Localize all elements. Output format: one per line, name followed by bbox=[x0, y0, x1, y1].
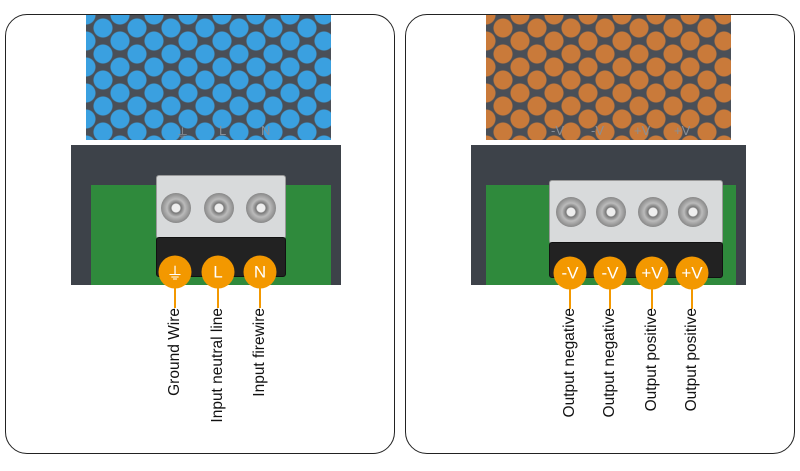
output-terminal-panel: -V -V +V +V bbox=[405, 14, 795, 454]
housing-mark: ⏚ bbox=[176, 126, 190, 141]
housing-mark: -V bbox=[591, 123, 604, 138]
fire-badge: N bbox=[243, 255, 277, 289]
housing-mark: L bbox=[219, 123, 227, 138]
firewire-label: Input firewire bbox=[251, 308, 268, 397]
output-negative-label: Output negative bbox=[601, 308, 618, 418]
output-positive-label: Output positive bbox=[683, 308, 700, 412]
terminal-screw bbox=[204, 193, 234, 223]
positive-badge: +V bbox=[675, 256, 709, 290]
leader-line bbox=[174, 288, 176, 308]
ground-icon: ⏚ bbox=[166, 264, 184, 284]
leader-line bbox=[569, 289, 571, 309]
housing-vent-holes bbox=[86, 15, 331, 140]
terminal-screw bbox=[596, 197, 626, 227]
negative-badge: -V bbox=[593, 256, 627, 290]
terminal-screw bbox=[678, 197, 708, 227]
leader-line bbox=[691, 289, 693, 309]
input-terminal-panel: ⏚ L N bbox=[5, 14, 395, 454]
housing-mark: +V bbox=[674, 123, 691, 138]
terminal-screw bbox=[556, 197, 586, 227]
terminal-screw bbox=[161, 193, 191, 223]
positive-badge: +V bbox=[635, 256, 669, 290]
output-positive-label: Output positive bbox=[643, 308, 660, 412]
output-negative-label: Output negative bbox=[561, 308, 578, 418]
leader-line bbox=[259, 288, 261, 308]
housing-vent-holes bbox=[486, 15, 731, 140]
ground-wire-label: Ground Wire bbox=[166, 308, 183, 396]
ground-badge: ⏚ bbox=[158, 255, 192, 289]
neutral-badge: L bbox=[201, 255, 235, 289]
housing-mark: -V bbox=[551, 123, 564, 138]
terminal-screw bbox=[246, 193, 276, 223]
leader-line bbox=[217, 288, 219, 308]
negative-badge: -V bbox=[553, 256, 587, 290]
housing-mark: N bbox=[261, 123, 271, 138]
leader-line bbox=[609, 289, 611, 309]
terminal-screw bbox=[638, 197, 668, 227]
leader-line bbox=[651, 289, 653, 309]
housing-mark: +V bbox=[634, 123, 651, 138]
neutral-line-label: Input neutral line bbox=[209, 308, 226, 423]
